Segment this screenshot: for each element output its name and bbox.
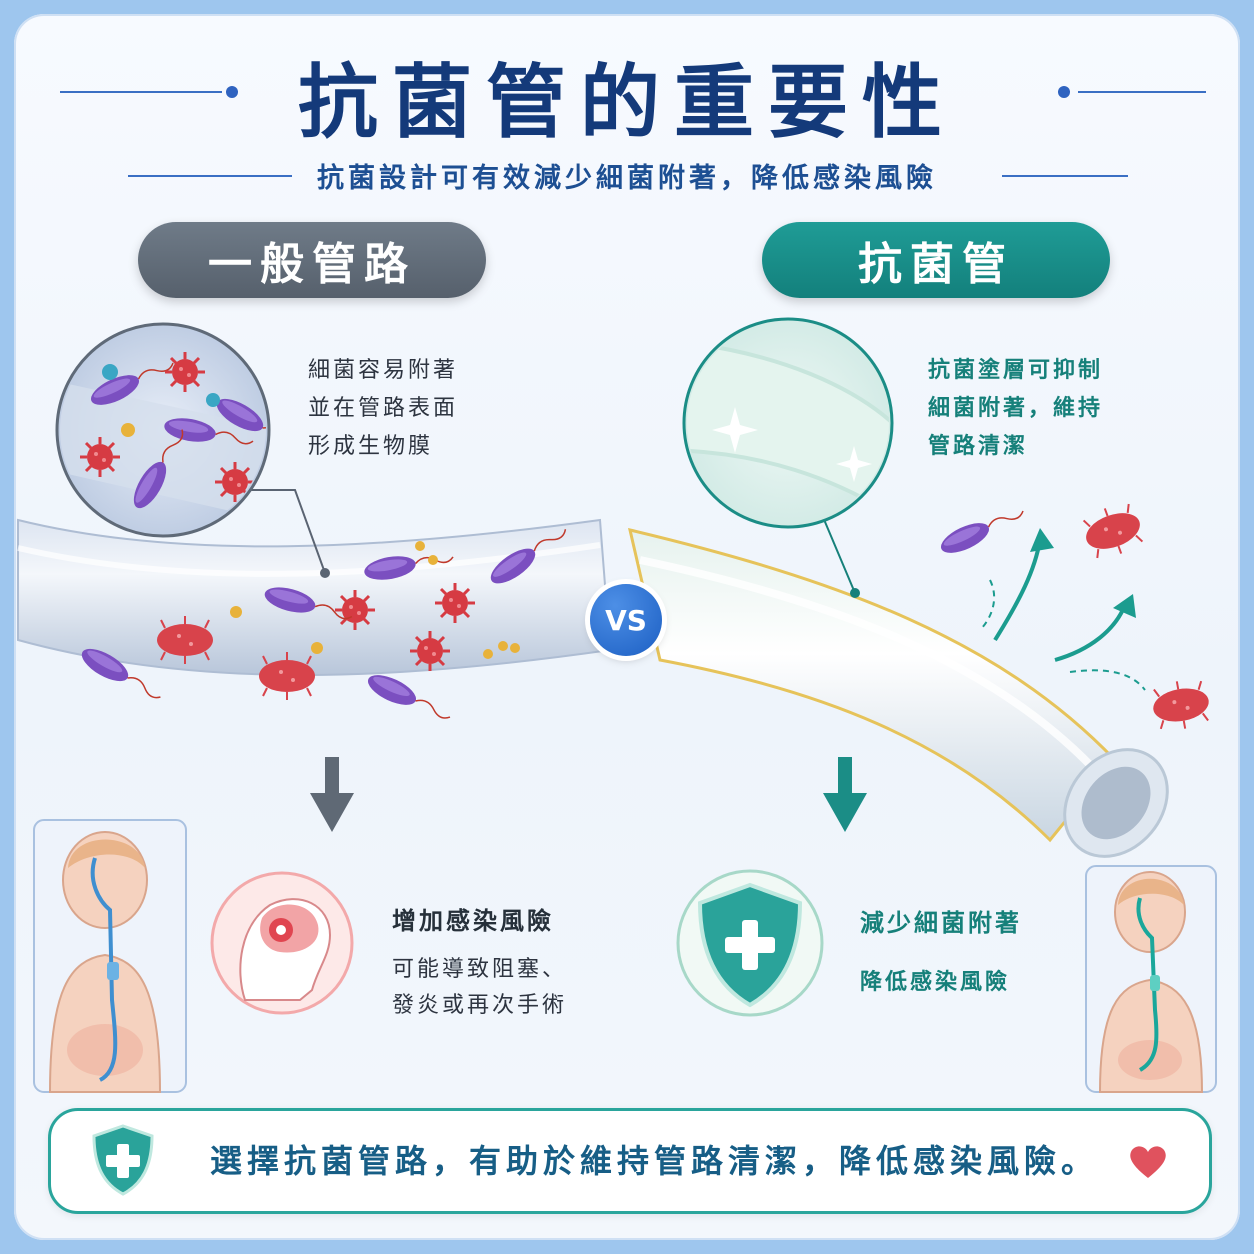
- page-title: 抗菌管的重要性: [298, 56, 956, 149]
- regular-tube-callout: 細菌容易附著 並在管路表面 形成生物膜: [308, 352, 458, 466]
- risk-title: 增加感染風險: [392, 907, 554, 935]
- vs-badge: VS: [590, 584, 662, 656]
- label-antibacterial-tube: 抗菌管: [762, 222, 1110, 298]
- callout-line: 管路清潔: [928, 434, 1029, 459]
- brain-head-icon: [210, 871, 354, 1015]
- risk-line: 發炎或再次手術: [392, 993, 568, 1018]
- header-decoration: [60, 86, 1206, 177]
- callout-line: 細菌容易附著: [308, 358, 459, 383]
- comparison-illustration: [17, 317, 1217, 1093]
- callout-line: 細菌附著，維持: [928, 396, 1104, 421]
- callout-line: 並在管路表面: [308, 396, 459, 421]
- page-subtitle: 抗菌設計可有效減少細菌附著，降低感染風險: [317, 163, 937, 194]
- label-regular-tube: 一般管路: [138, 222, 486, 298]
- footer-banner: [48, 1108, 1212, 1214]
- heart-icon: [1130, 1146, 1166, 1178]
- shield-plus-icon: [676, 869, 824, 1017]
- antibacterial-tube-callout: 抗菌塗層可抑制 細菌附著，維持 管路清潔: [928, 352, 1103, 466]
- footer-message: 選擇抗菌管路，有助於維持管路清潔，降低感染風險。: [210, 1142, 1099, 1180]
- down-arrow-icon: [310, 757, 867, 832]
- benefit-reduce-bacteria: 減少細菌附著: [860, 909, 1022, 937]
- risk-line: 可能導致阻塞、: [392, 957, 568, 982]
- callout-line: 抗菌塗層可抑制: [928, 358, 1104, 383]
- shield-plus-icon: [92, 1124, 154, 1196]
- risk-description: 可能導致阻塞、 發炎或再次手術: [392, 952, 567, 1024]
- callout-line: 形成生物膜: [308, 434, 434, 459]
- benefit-reduce-infection: 降低感染風險: [860, 970, 1011, 995]
